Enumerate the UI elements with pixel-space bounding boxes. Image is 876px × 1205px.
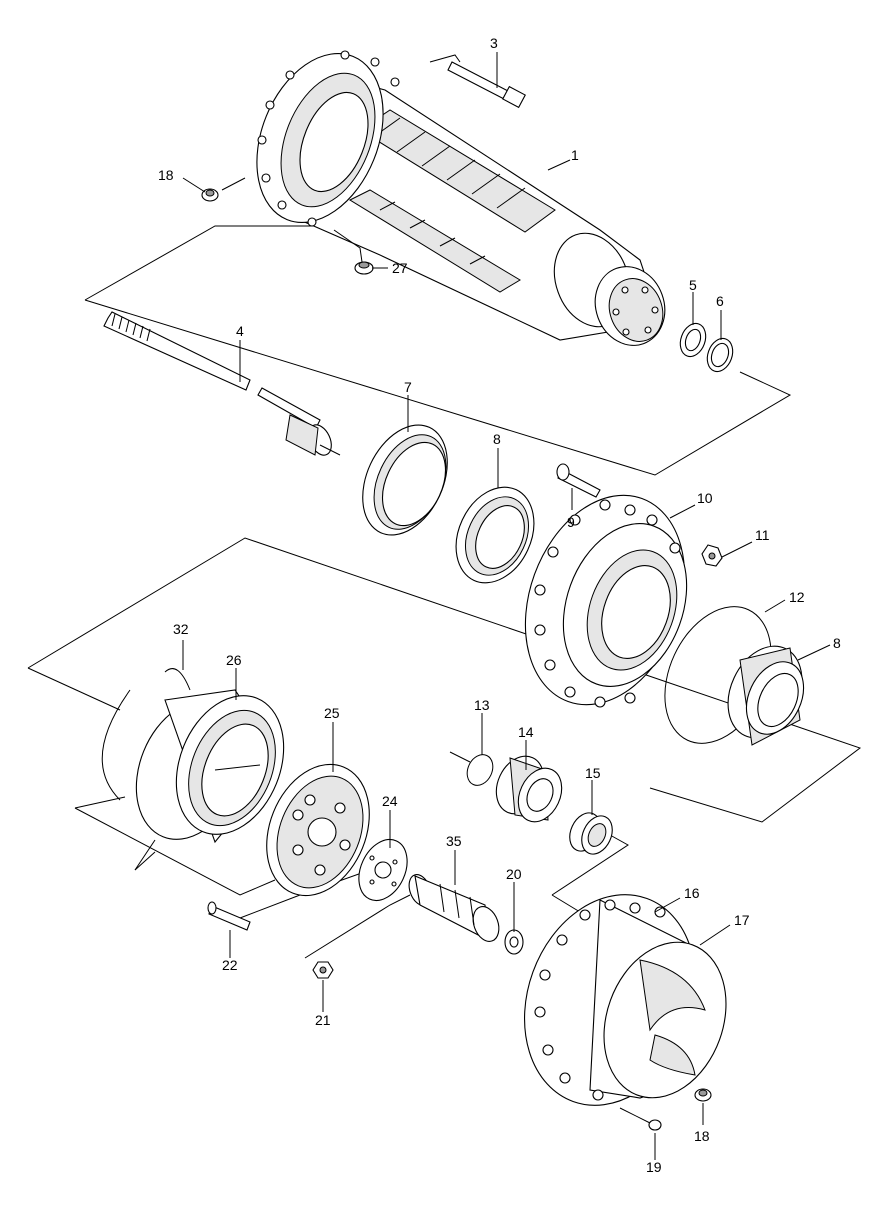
callout-24: 25	[324, 705, 340, 721]
callout-12: 12	[789, 589, 805, 605]
snap-ring-13	[449, 751, 494, 786]
callout-32: 35	[446, 833, 462, 849]
callout-19: 19	[646, 1159, 662, 1175]
seal-7	[362, 424, 448, 536]
bearing-8-lower	[727, 645, 805, 746]
callout-16: 16	[684, 885, 700, 901]
ring-5	[679, 322, 707, 358]
callout-7: 7	[404, 379, 412, 395]
stud-9	[556, 463, 601, 498]
callout-4: 4	[236, 323, 244, 339]
planetary-housing-16	[523, 894, 727, 1106]
hub-bolt-holes	[534, 499, 681, 708]
plug-18-lower	[694, 1088, 712, 1102]
callout-21: 21	[315, 1012, 331, 1028]
callout-15: 15	[585, 765, 601, 781]
pin-22	[207, 901, 251, 931]
callout-25: 26	[226, 652, 242, 668]
callout-23: 24	[382, 793, 398, 809]
callout-8-lower: 8	[833, 635, 841, 651]
group-outline-middle	[27, 537, 862, 823]
callout-27: 27	[392, 260, 408, 276]
callout-20: 20	[506, 866, 522, 882]
axle-housing	[256, 50, 666, 346]
flange-holes	[257, 50, 400, 227]
screw-19	[619, 1107, 662, 1131]
plug-27	[354, 261, 374, 275]
needle-bearing-15	[569, 812, 613, 855]
nut-21	[312, 961, 334, 979]
housing-bolt-holes	[534, 899, 666, 1101]
ring-6	[706, 337, 734, 373]
callout-22: 22	[222, 957, 238, 973]
callout-18-upper: 18	[158, 167, 174, 183]
callout-13: 13	[474, 697, 490, 713]
washer-20	[504, 929, 524, 955]
bolt-3	[447, 61, 526, 109]
axle-shaft-4	[103, 311, 341, 456]
thrust-washer-23	[358, 838, 408, 902]
callout-labels: 3 1 18 27 5 6 4 7 8 9 10 11 12 8 32 26 2…	[158, 35, 841, 1175]
group-outline-upper	[84, 54, 792, 476]
leader-lines	[134, 52, 831, 1160]
nut-11	[701, 544, 723, 567]
callout-1: 1	[571, 147, 579, 163]
callout-14: 14	[518, 724, 534, 740]
callout-10: 10	[697, 490, 713, 506]
ring-gear-25	[135, 689, 285, 844]
callout-8-upper: 8	[493, 431, 501, 447]
callout-6: 6	[716, 293, 724, 309]
plug-18-upper	[201, 188, 219, 202]
shaft-spline-left	[111, 313, 151, 342]
callout-9: 9	[567, 514, 575, 530]
sun-gear-32	[408, 874, 500, 942]
callout-18-lower: 18	[694, 1128, 710, 1144]
wheel-hub-10	[524, 494, 688, 708]
callout-26: 32	[173, 621, 189, 637]
planet-gear-14	[495, 755, 563, 823]
callout-3: 3	[490, 35, 498, 51]
callout-11: 11	[755, 527, 770, 543]
callout-17: 17	[734, 912, 750, 928]
snap-ring-26	[101, 668, 191, 801]
housing-ribs	[348, 109, 556, 293]
planet-carrier-24	[266, 763, 370, 897]
bearing-8-upper	[455, 486, 535, 584]
callout-5: 5	[689, 277, 697, 293]
spindle-holes	[612, 286, 659, 336]
